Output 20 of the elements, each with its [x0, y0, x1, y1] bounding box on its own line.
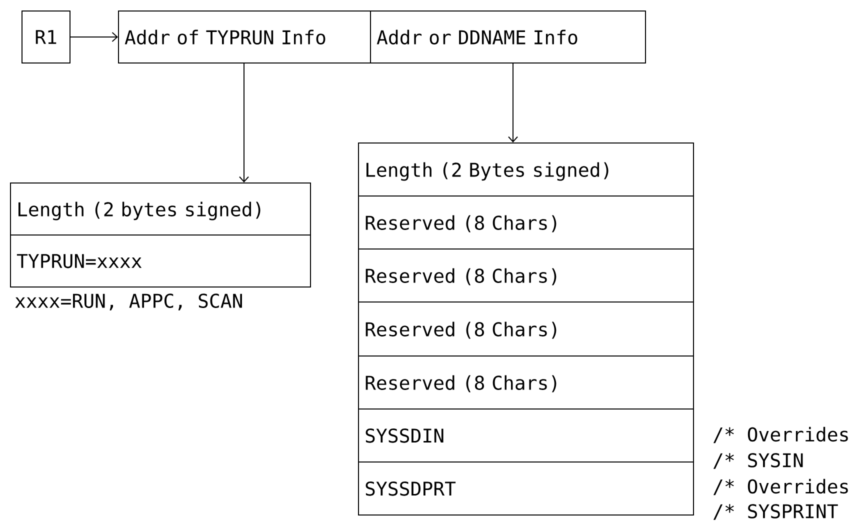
- table-cell: SYSSDPRT: [358, 462, 694, 516]
- table-cell: Reserved (8 Chars): [358, 196, 694, 250]
- arrow: [239, 63, 249, 182]
- comment-text: /* SYSPRINT: [713, 504, 838, 520]
- table-cell: Reserved (8 Chars): [358, 356, 694, 410]
- comment-text: /* SYSIN: [713, 453, 803, 469]
- table-cell: Reserved (8 Chars): [358, 302, 694, 356]
- table-cell: SYSSDIN: [358, 408, 694, 462]
- table-cell: R1: [22, 10, 70, 64]
- arrow: [70, 32, 118, 42]
- comment-text: /* Overrides: [713, 478, 848, 496]
- table-cell: Length (2 Bytes signed): [358, 142, 694, 196]
- comment-text: /* Overrides: [713, 426, 848, 444]
- table-cell: Addr of TYPRUN Info: [118, 10, 371, 64]
- table-cell: Addr or DDNAME Info: [370, 10, 646, 64]
- table-cell: Reserved (8 Chars): [358, 248, 694, 302]
- table-cell: TYPRUN=xxxx: [10, 234, 311, 288]
- note-text: xxxx=RUN, APPC, SCAN: [15, 294, 242, 310]
- table-cell: Length (2 bytes signed): [10, 182, 311, 236]
- arrow: [508, 63, 518, 142]
